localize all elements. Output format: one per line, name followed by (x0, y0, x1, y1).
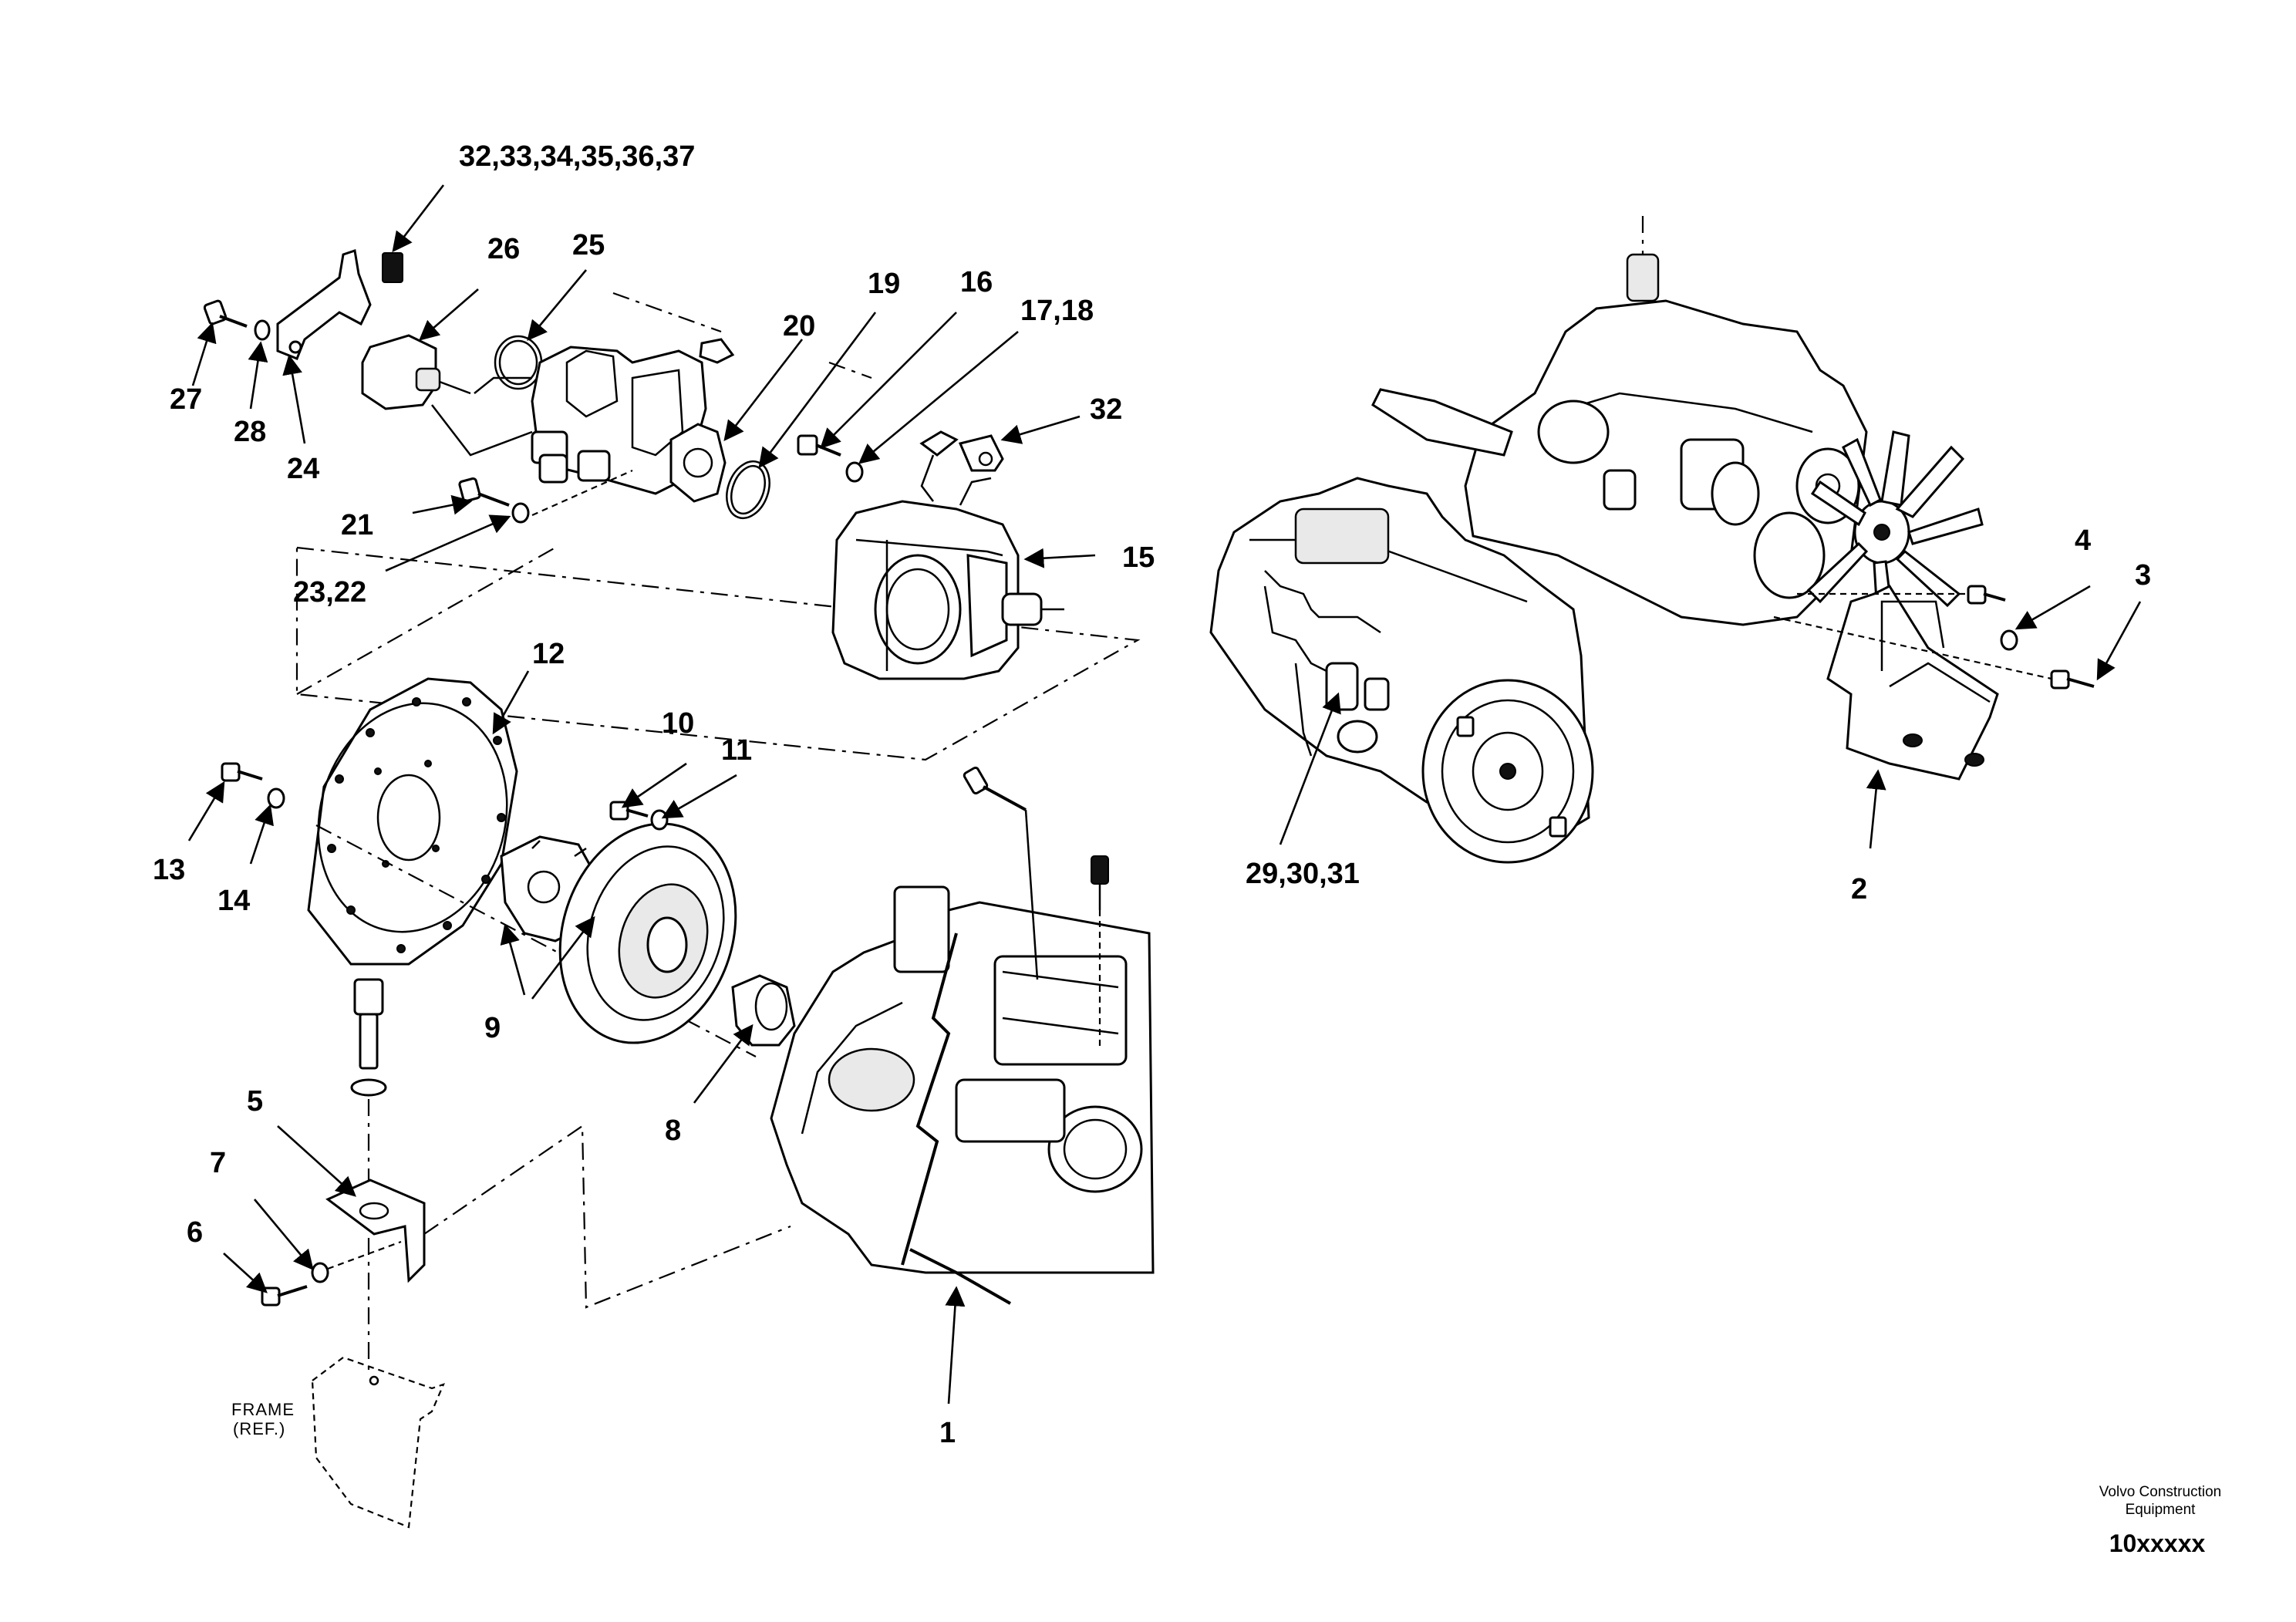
callout-3: 3 (2135, 559, 2151, 592)
footer-company-line2: Equipment (2126, 1502, 2197, 1518)
callout-27: 27 (170, 383, 202, 416)
footer-drawing-number: 10xxxxx (2109, 1529, 2206, 1557)
engine-mount-group: FRAME (REF.) (231, 978, 791, 1529)
callout-5: 5 (247, 1085, 263, 1118)
flywheel-bolt-holes (327, 697, 506, 953)
drawing-footer: Volvo Construction Equipment 10xxxxx (2099, 1484, 2221, 1557)
callout-12: 12 (532, 638, 565, 670)
callout-24: 24 (287, 453, 319, 485)
coupling-flywheel-group (221, 677, 1155, 1305)
callout-29-30-31: 29,30,31 (1246, 858, 1360, 890)
callout-7: 7 (210, 1147, 226, 1179)
callout-21: 21 (341, 509, 373, 541)
leader-lines (187, 184, 2142, 1404)
callout-20: 20 (783, 310, 815, 342)
callout-2: 2 (1851, 873, 1867, 905)
callout-labels: 32,33,34,35,36,37 26 25 27 28 24 20 19 1… (153, 140, 2151, 1449)
callout-17-18: 17,18 (1020, 295, 1094, 327)
callout-4: 4 (2075, 524, 2091, 557)
callout-10: 10 (662, 707, 694, 740)
callout-16: 16 (960, 266, 993, 298)
callout-1: 1 (939, 1417, 956, 1449)
callout-32-37: 32,33,34,35,36,37 (459, 140, 695, 173)
callout-15: 15 (1122, 541, 1155, 574)
callout-23-22: 23,22 (293, 576, 366, 609)
footer-company-line1: Volvo Construction (2099, 1484, 2221, 1500)
callout-28: 28 (234, 416, 266, 448)
callout-11: 11 (721, 734, 752, 767)
callout-8: 8 (665, 1114, 681, 1147)
cooling-fan (1806, 430, 1984, 628)
callout-19: 19 (868, 268, 900, 300)
callout-6: 6 (187, 1216, 203, 1249)
callout-14: 14 (217, 885, 250, 917)
callout-9: 9 (484, 1012, 501, 1044)
callout-32: 32 (1090, 393, 1122, 426)
hydraulic-pump-group (203, 249, 1141, 761)
callout-26: 26 (487, 233, 520, 265)
frame-ref-label-line1: FRAME (231, 1400, 295, 1419)
frame-ref-label-line2: (REF.) (233, 1419, 285, 1438)
engine-assembly (1209, 216, 2095, 864)
callout-25: 25 (572, 229, 605, 261)
callout-13: 13 (153, 854, 185, 886)
